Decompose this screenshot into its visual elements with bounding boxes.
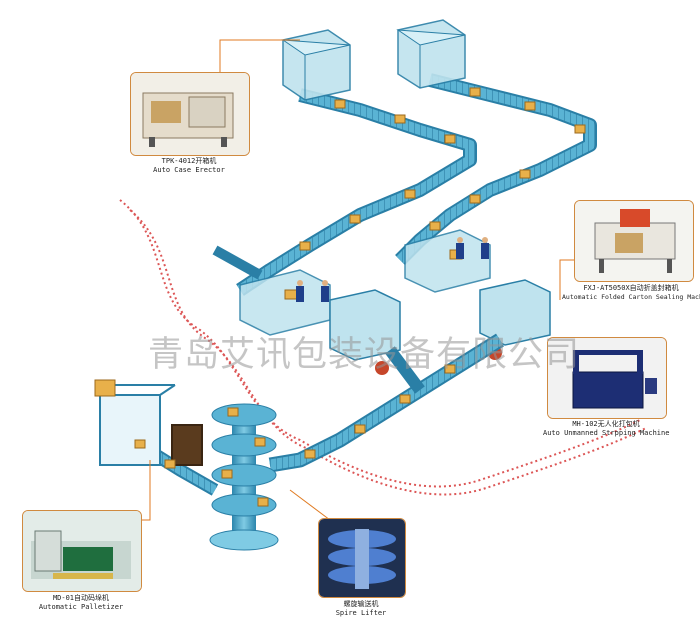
palletizer-caption-cn: MD-01自动码垛机	[52, 594, 110, 602]
strapping-unit-left	[329, 289, 401, 375]
spiral-lifter-photo	[318, 518, 406, 598]
palletizer-caption-en: Automatic Palletizer	[38, 603, 124, 611]
case-erector-machine-icon	[131, 73, 249, 155]
carton-sealer-caption-en: Automatic Folded Carton Sealing Machine	[562, 293, 700, 301]
decorative-ribbon	[119, 199, 647, 496]
case-erector-photo	[130, 72, 250, 156]
case-erector-cabinet-right	[396, 19, 466, 89]
spiral-lifter-caption-en: Spire Lifter	[335, 609, 387, 617]
spiral-lifter-machine-icon	[319, 519, 405, 597]
case-erector-caption-en: Auto Case Erector	[153, 166, 225, 174]
palletizer-photo	[22, 510, 142, 592]
sealing-station-right	[404, 229, 491, 293]
carton-sealer-photo	[574, 200, 694, 282]
conveyor-line-left	[212, 88, 477, 296]
spiral-lifter	[209, 403, 279, 551]
palletizer-frame	[99, 384, 203, 466]
carton-sealer-machine-icon	[575, 201, 693, 281]
spiral-lifter-caption-cn: 螺旋输送机	[343, 600, 379, 608]
strapping-machine-icon	[548, 338, 666, 418]
company-watermark: 青岛艾讯包装设备有限公司	[148, 335, 581, 375]
case-erector-cabinet-left	[281, 29, 351, 101]
workers	[296, 237, 489, 302]
strapping-caption-cn: MH-102无人化打包机	[572, 420, 640, 428]
strapping-caption-en: Auto Unmanned Strpping Machine	[543, 429, 670, 437]
strapping-machine-photo	[547, 337, 667, 419]
palletizer-machine-icon	[23, 511, 141, 591]
cartons	[94, 87, 586, 507]
carton-sealer-caption-cn: FXJ-AT5050X自动折盖封箱机	[583, 284, 679, 292]
case-erector-caption-cn: TPK-4012开箱机	[161, 157, 217, 165]
conveyor-line-right	[395, 73, 597, 265]
conveyor-main-trunk	[268, 333, 504, 473]
